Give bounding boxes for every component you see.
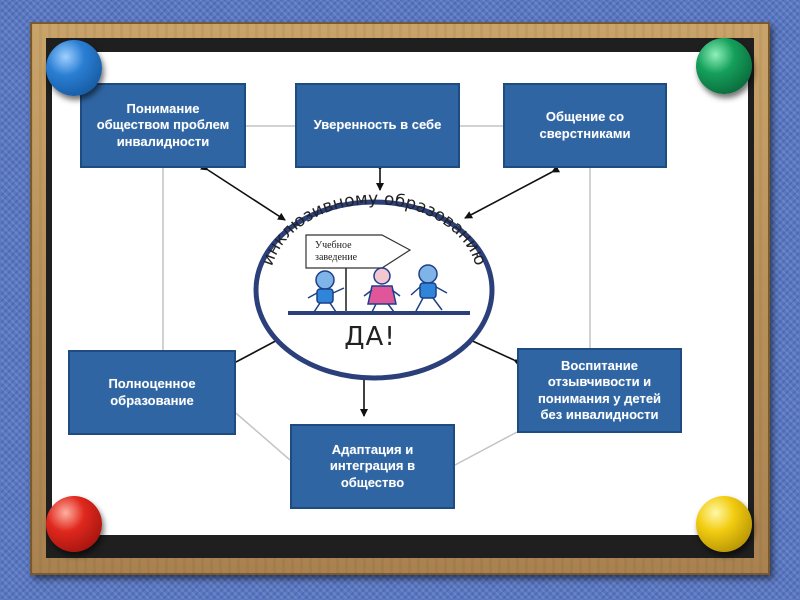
box-understanding: Понимание обществом проблем инвалидности <box>80 83 246 168</box>
green-pushpin-icon <box>696 38 752 94</box>
box-education: Полноценное образование <box>68 350 236 435</box>
box-adaptation: Адаптация и интеграция в общество <box>290 424 455 509</box>
sign-label: Учебное заведение <box>315 240 358 263</box>
answer-text: ДА! <box>344 322 396 352</box>
box-communication: Общение со сверстниками <box>503 83 667 168</box>
red-pushpin-icon <box>46 496 102 552</box>
box-confidence: Уверенность в себе <box>295 83 460 168</box>
blue-pushpin-icon <box>46 40 102 96</box>
box-upbringing: Воспитание отзывчивости и понимания у де… <box>517 348 682 433</box>
yellow-pushpin-icon <box>696 496 752 552</box>
